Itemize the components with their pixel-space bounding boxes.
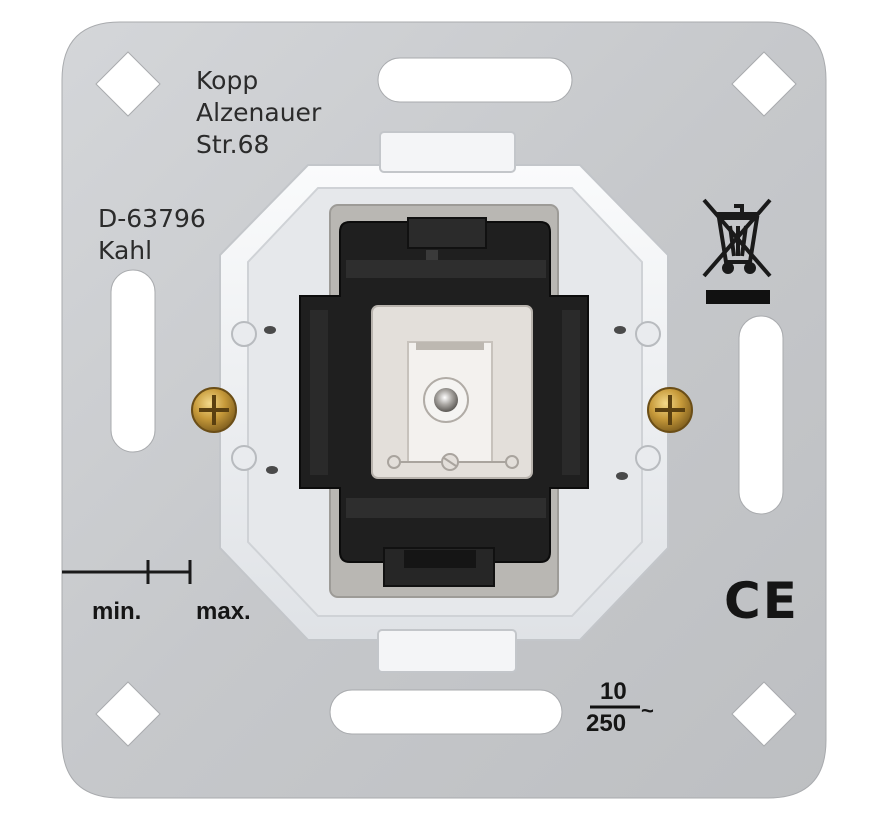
rating-voltage: 250 bbox=[586, 710, 627, 737]
street-number: Str.68 bbox=[196, 130, 270, 159]
gauge-min-label: min. bbox=[92, 598, 142, 625]
wire-strip-gauge bbox=[62, 560, 192, 584]
company-name: Kopp bbox=[196, 66, 259, 95]
rating-ac-symbol: ~ bbox=[641, 698, 654, 723]
weee-bar bbox=[706, 290, 770, 304]
city: Kahl bbox=[98, 236, 153, 265]
frame-tab-bottom bbox=[377, 629, 517, 673]
ce-mark: CE bbox=[724, 572, 799, 630]
frame-tab-top bbox=[379, 131, 516, 173]
frame-pins bbox=[264, 326, 628, 480]
housing-top-notch bbox=[407, 217, 487, 249]
right-screw bbox=[647, 387, 693, 433]
left-clip bbox=[231, 321, 257, 471]
street-name: Alzenauer bbox=[196, 98, 322, 127]
postcode: D-63796 bbox=[98, 204, 206, 233]
rating-current: 10 bbox=[600, 678, 627, 705]
left-screw bbox=[191, 387, 237, 433]
crossed-out-wheelie-bin-icon bbox=[702, 198, 772, 278]
right-clip bbox=[635, 321, 661, 471]
gauge-max-label: max. bbox=[196, 598, 251, 625]
